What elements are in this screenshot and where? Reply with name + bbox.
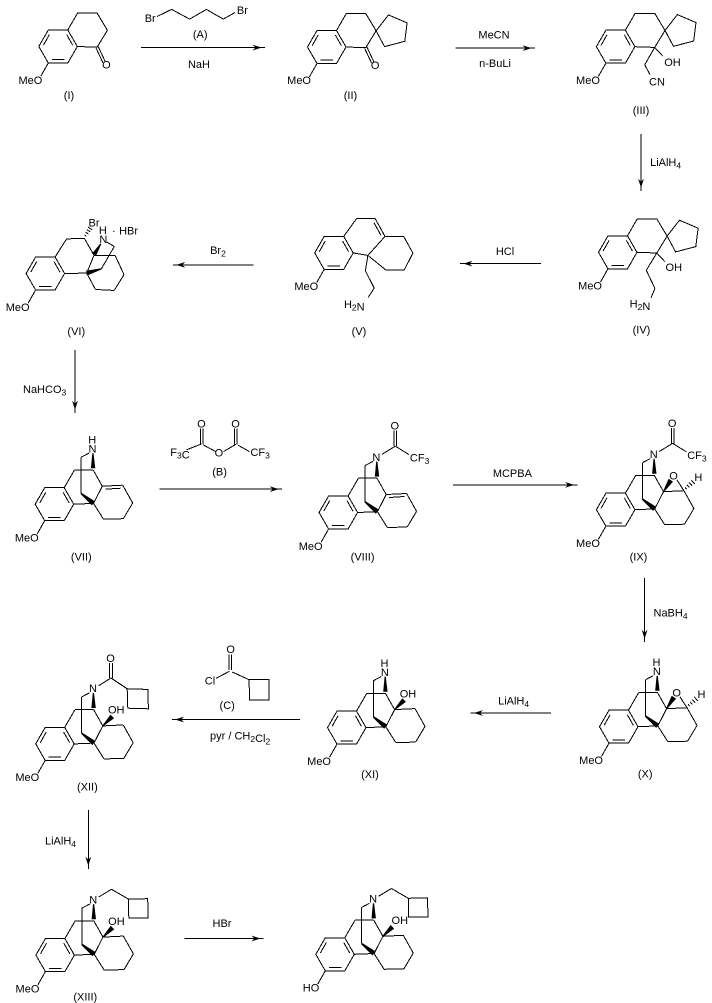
svg-text:MeO: MeO [299, 541, 323, 553]
svg-text:HO: HO [303, 983, 320, 995]
svg-text:OH: OH [664, 57, 681, 69]
svg-text:(X): (X) [638, 768, 653, 780]
svg-text:OH: OH [400, 688, 417, 700]
svg-text:N: N [650, 449, 658, 461]
svg-text:OH: OH [108, 705, 125, 717]
svg-text:MCPBA: MCPBA [493, 468, 533, 480]
svg-text:(VII): (VII) [71, 552, 92, 564]
svg-text:H: H [653, 657, 661, 669]
svg-text:Cl: Cl [205, 675, 215, 687]
svg-text:MeO: MeO [18, 75, 42, 87]
svg-text:MeO: MeO [16, 983, 40, 995]
svg-text:MeO: MeO [294, 281, 318, 293]
svg-text:pyr / CH2Cl2: pyr / CH2Cl2 [210, 731, 270, 747]
svg-text:HBr: HBr [119, 225, 138, 237]
svg-text:Br: Br [145, 13, 156, 25]
svg-text:H: H [698, 689, 706, 701]
svg-text:NaHCO3: NaHCO3 [23, 384, 67, 398]
svg-text:O: O [672, 688, 681, 700]
svg-text:(IX): (IX) [630, 552, 648, 564]
svg-text:(XIII): (XIII) [73, 991, 97, 1003]
svg-text:N: N [369, 894, 377, 906]
svg-text:O: O [231, 418, 240, 430]
svg-text:CF3: CF3 [250, 447, 270, 461]
svg-text:MeO: MeO [576, 75, 600, 87]
svg-text:MeO: MeO [287, 75, 311, 87]
svg-text:O: O [391, 421, 400, 433]
svg-text:Br2: Br2 [210, 245, 226, 259]
svg-text:F3C: F3C [170, 447, 189, 462]
svg-text:MeO: MeO [576, 538, 600, 550]
svg-text:H: H [694, 472, 702, 484]
svg-text:(V): (V) [352, 326, 367, 338]
svg-text:HBr: HBr [213, 918, 232, 930]
svg-text:MeCN: MeCN [478, 30, 509, 42]
svg-text:H2N: H2N [630, 298, 651, 313]
svg-text:N: N [89, 895, 97, 907]
svg-text:OH: OH [108, 916, 125, 928]
svg-text:N: N [89, 683, 97, 695]
svg-text:OH: OH [392, 915, 409, 927]
svg-text:H: H [381, 658, 389, 670]
svg-text:N: N [653, 666, 661, 678]
svg-text:MeO: MeO [6, 302, 30, 314]
svg-text:MeO: MeO [15, 533, 39, 545]
svg-text:NaBH4: NaBH4 [654, 608, 688, 622]
svg-text:N: N [381, 667, 389, 679]
svg-text:O: O [371, 60, 380, 72]
svg-text:·: · [112, 225, 116, 237]
svg-text:(IV): (IV) [633, 324, 651, 336]
svg-text:N: N [372, 452, 380, 464]
svg-text:N: N [89, 444, 97, 456]
svg-text:n-BuLi: n-BuLi [479, 58, 511, 70]
svg-text:OH: OH [666, 262, 683, 274]
svg-text:(VI): (VI) [67, 326, 85, 338]
svg-text:LiAlH4: LiAlH4 [650, 157, 681, 171]
svg-text:MeO: MeO [579, 755, 603, 767]
svg-text:(B): (B) [212, 466, 227, 478]
svg-text:O: O [106, 653, 115, 665]
svg-text:CF3: CF3 [410, 453, 430, 467]
svg-text:H2N: H2N [344, 299, 365, 314]
svg-text:LiAlH4: LiAlH4 [45, 836, 76, 850]
svg-text:Br: Br [237, 5, 248, 17]
svg-text:CN: CN [649, 76, 665, 88]
svg-text:H: H [88, 434, 96, 446]
svg-text:MeO: MeO [15, 772, 39, 784]
svg-text:NaH: NaH [188, 59, 210, 71]
svg-text:(II): (II) [344, 90, 357, 102]
svg-text:MeO: MeO [307, 756, 331, 768]
svg-text:O: O [102, 59, 111, 71]
svg-text:HCl: HCl [496, 246, 514, 258]
svg-text:(III): (III) [633, 105, 650, 117]
svg-text:MeO: MeO [578, 281, 602, 293]
svg-text:(C): (C) [220, 700, 235, 712]
svg-text:(VIII): (VIII) [351, 551, 375, 563]
svg-text:(XI): (XI) [361, 769, 379, 781]
svg-text:O: O [669, 471, 678, 483]
svg-text:(I): (I) [64, 90, 74, 102]
svg-text:(A): (A) [193, 29, 208, 41]
svg-text:O: O [197, 418, 206, 430]
svg-text:CF3: CF3 [687, 450, 707, 464]
svg-text:O: O [226, 644, 235, 656]
svg-text:(XII): (XII) [77, 782, 98, 794]
svg-text:O: O [668, 418, 677, 430]
svg-text:H: H [99, 225, 107, 237]
svg-text:N: N [99, 234, 107, 246]
svg-text:O: O [215, 448, 224, 460]
svg-text:LiAlH4: LiAlH4 [498, 696, 529, 710]
svg-text:Br: Br [89, 218, 100, 230]
